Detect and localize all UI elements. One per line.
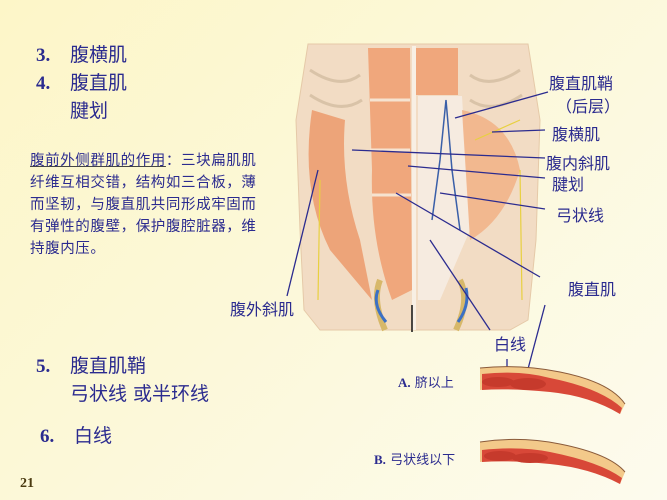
label-arcuate-line: 弓状线 (556, 206, 605, 225)
item-number: 4. (36, 73, 51, 94)
item-number: 6. (40, 426, 55, 447)
list-item-5: 5. 腹直肌鞘 (36, 351, 146, 378)
section-text: 弓状线以下 (390, 453, 456, 468)
label-section-b: B. 弓状线以下 (374, 449, 455, 468)
label-posterior-layer: （后层） (556, 97, 621, 116)
item-text: 腹直肌鞘 (70, 355, 147, 377)
label-transversus: 腹横肌 (552, 125, 601, 144)
description-paragraph: 腹前外侧群肌的作用：三块扁肌肌纤维互相交错，结构如三合板，薄而坚韧，与腹直肌共同… (30, 150, 265, 260)
cross-section-b (479, 438, 626, 484)
label-rectus-sheath: 腹直肌鞘 (549, 74, 614, 93)
section-text: 脐以上 (414, 376, 454, 391)
item-text: 腹横肌 (70, 44, 128, 66)
section-letter: B. (374, 452, 386, 467)
list-item-4: 4. 腹直肌 (36, 68, 127, 95)
cross-section-a (479, 366, 626, 414)
item-text: 腹直肌 (70, 72, 128, 94)
label-section-a: A. 脐以上 (398, 372, 454, 391)
item-number: 5. (36, 356, 51, 377)
list-item-3: 3. 腹横肌 (36, 40, 127, 67)
label-external-oblique: 腹外斜肌 (230, 300, 295, 319)
label-rectus: 腹直肌 (568, 280, 617, 299)
section-letter: A. (398, 375, 411, 390)
label-linea-alba: 白线 (494, 335, 527, 354)
label-tendinous-intersection: 腱划 (552, 175, 585, 194)
list-item-4-sub: 腱划 (70, 100, 109, 122)
page-number: 21 (20, 476, 34, 491)
list-item-6: 6. 白线 (40, 421, 112, 448)
description-body: ：三块扁肌肌纤维互相交错，结构如三合板，薄而坚韧，与腹直肌共同形成牢固而有弹性的… (30, 153, 257, 257)
label-internal-oblique: 腹内斜肌 (546, 154, 611, 173)
description-heading: 腹前外侧群肌的作用 (30, 153, 166, 169)
item-text: 白线 (74, 425, 113, 447)
list-item-5-sub: 弓状线 或半环线 (70, 383, 210, 405)
item-number: 3. (36, 45, 51, 66)
